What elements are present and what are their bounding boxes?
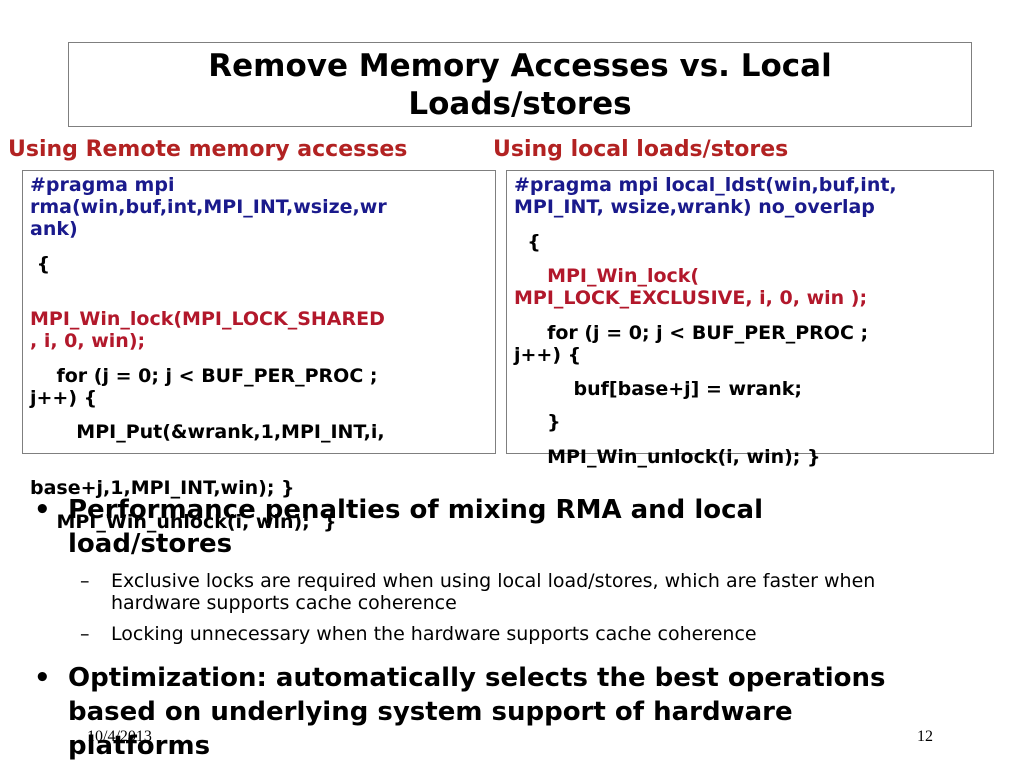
left-code-open-brace: { [30,253,51,275]
bullet-text-line-1: Optimization: automatically selects the … [68,663,886,693]
left-code-put-args: base+j,1,MPI_INT,win); } [30,477,295,499]
right-code-open-brace: { [514,231,541,253]
right-code-unlock: MPI_Win_unlock(i, win); } [514,446,821,468]
bullet-text-line-2: load/stores [68,529,233,559]
slide-title: Remove Memory Accesses vs. Local Loads/s… [68,42,972,127]
sub-bullet-text-line-1: Exclusive locks are required when using … [111,570,876,592]
left-code-for-2: j++) { [30,387,98,409]
bullet-text-line-3: platforms [68,731,211,761]
left-code-pragma-1: #pragma mpi [30,174,175,196]
right-column-heading: Using local loads/stores [493,137,789,162]
dash-symbol: – [80,570,90,592]
right-code-lock-1: MPI_Win_lock( [514,265,700,287]
title-line-1: Remove Memory Accesses vs. Local [208,47,832,84]
bullet-symbol: • [34,495,51,525]
left-code-unlock: MPI_Win_unlock(i, win); } [30,511,337,533]
right-code-pragma-2: MPI_INT, wsize,wrank) no_overlap [514,196,875,218]
left-code-lock-2: , i, 0, win); [30,330,146,352]
sub-bullet-text-line-2: hardware supports cache coherence [111,592,457,614]
right-code-for-2: j++) { [514,344,582,366]
dash-symbol: – [80,623,90,645]
left-code-for-1: for (j = 0; j < BUF_PER_PROC ; [30,365,378,387]
footer-date: 10/4/2013 [87,728,152,745]
right-code-pragma-1: #pragma mpi local_ldst(win,buf,int, [514,174,897,196]
right-code-lock-2: MPI_LOCK_EXCLUSIVE, i, 0, win ); [514,287,868,309]
bullet-symbol: • [34,663,51,693]
left-code-box [22,170,496,454]
right-code-box [506,170,994,454]
bullet-text-line-2: based on underlying system support of ha… [68,697,793,727]
right-code-close-brace: } [514,411,561,433]
bullet-text-line-1: Performance penalties of mixing RMA and … [68,495,763,525]
left-code-put: MPI_Put(&wrank,1,MPI_INT,i, [30,421,385,443]
left-code-lock-1: MPI_Win_lock(MPI_LOCK_SHARED [30,308,385,330]
left-code-pragma-2: rma(win,buf,int,MPI_INT,wsize,wr [30,196,387,218]
left-code-pragma-3: ank) [30,218,78,240]
left-column-heading: Using Remote memory accesses [8,137,408,162]
footer-page-number: 12 [917,728,933,745]
right-code-for-1: for (j = 0; j < BUF_PER_PROC ; [514,322,869,344]
title-line-2: Loads/stores [408,85,632,122]
sub-bullet-text: Locking unnecessary when the hardware su… [111,623,757,645]
right-code-assign: buf[base+j] = wrank; [514,378,802,400]
